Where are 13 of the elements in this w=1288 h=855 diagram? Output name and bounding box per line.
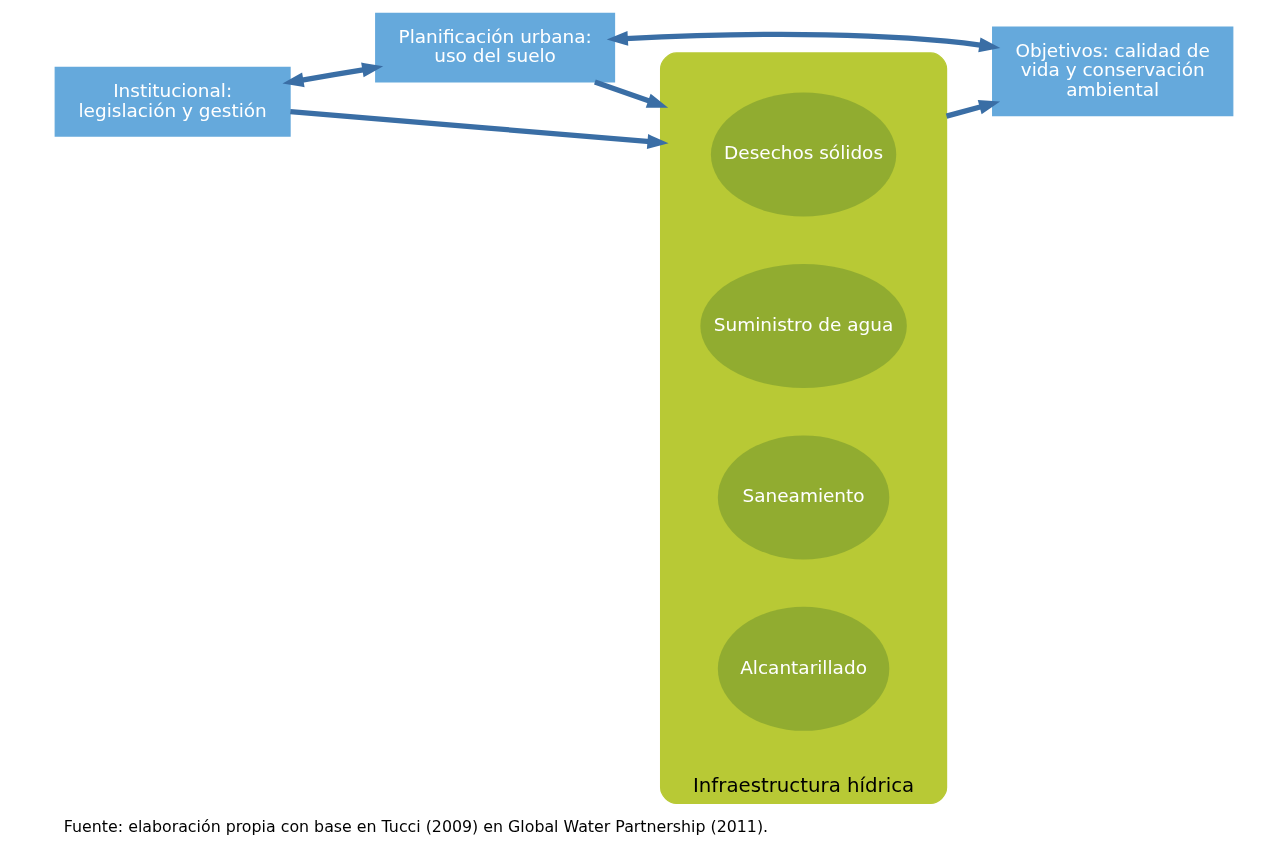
node-ellipse: Suministro de agua: [700, 263, 907, 388]
arrow: [290, 108, 669, 149]
node-ellipse: Alcantarillado: [717, 606, 890, 731]
arrow: [594, 79, 669, 108]
arrow: [282, 62, 384, 88]
node-box: Objetivos: calidad de vida y conservación ambiental: [992, 26, 1234, 117]
node-box: Planificación urbana: uso del suelo: [375, 12, 616, 83]
node-ellipse: Desechos sólidos: [710, 92, 897, 217]
node-box: Institucional: legislación y gestión: [54, 66, 291, 137]
node-ellipse: Saneamiento: [717, 435, 890, 560]
caption: Fuente: elaboración propia con base en Tucci (2009) en Global Water Partnership (2011).: [63, 816, 769, 836]
arrow: [945, 99, 1001, 119]
arrow: [606, 31, 1001, 53]
